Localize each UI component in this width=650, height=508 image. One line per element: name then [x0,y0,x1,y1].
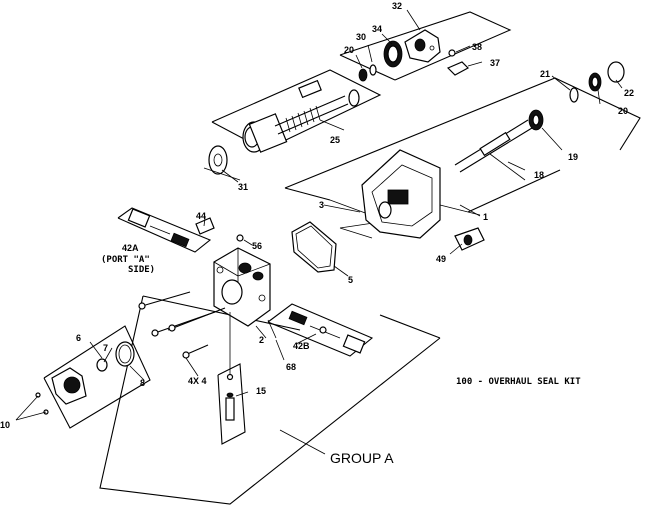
label-10: 10 [0,420,10,430]
label-56: 56 [252,241,262,251]
overhaul-seal-kit-note: 100 - OVERHAUL SEAL KIT [456,377,581,387]
part-56-plug [236,234,244,242]
part-5-gasket [291,221,337,273]
label-42a-note-line2: SIDE) [128,265,155,275]
label-31: 31 [238,182,248,192]
label-1: 1 [483,212,488,222]
part-2-port-block [213,247,271,327]
part-1-housing [361,149,481,239]
label-42a: 42A [122,243,139,253]
part-37-38-pin [446,49,469,76]
label-18: 18 [534,170,544,180]
label-2: 2 [259,335,264,345]
leader-lines [15,9,623,455]
label-25: 25 [330,135,340,145]
shaft-end-parts [528,61,625,131]
part-18-drive-shaft [454,119,533,181]
part-32-plate [404,29,441,63]
label-38: 38 [472,42,482,52]
label-20-top: 20 [344,45,354,55]
part-6-end-cover [43,325,151,429]
housing-group-outline [284,77,641,239]
part-labels: 32 30 34 20 38 37 21 22 20 25 19 18 31 3… [0,1,634,466]
part-31-valve-plate [203,145,241,181]
part-34-bearing [383,40,403,68]
part-42a-relief-valve [117,207,212,253]
rotating-group-outline [211,69,382,151]
part-20-30-small-parts [358,64,377,82]
label-22: 22 [624,88,634,98]
part-49-plug [454,227,485,251]
part-44-tag [195,217,215,235]
rotating-group-parts [242,79,360,153]
group-a-label: GROUP A [330,450,394,466]
label-8: 8 [140,378,145,388]
label-6: 6 [76,333,81,343]
label-7: 7 [103,343,108,353]
label-44: 44 [196,211,206,221]
part-42b-relief-valve [267,303,374,357]
label-32: 32 [392,1,402,11]
part-10-screws [35,392,49,415]
label-4x4: 4X 4 [188,376,207,386]
label-49: 49 [436,254,446,264]
label-34: 34 [372,24,382,34]
label-3: 3 [319,200,324,210]
label-15: 15 [256,386,266,396]
label-30: 30 [356,32,366,42]
label-42b: 42B [293,341,310,351]
label-37: 37 [490,58,500,68]
label-21: 21 [540,69,550,79]
part-15-check-valve [217,312,246,445]
label-20-right: 20 [618,106,628,116]
label-19: 19 [568,152,578,162]
group-a-outline [99,295,441,505]
label-42a-note-line1: (PORT "A" [101,255,150,265]
label-5: 5 [348,275,353,285]
part-4-bolts [138,291,226,359]
label-68: 68 [286,362,296,372]
